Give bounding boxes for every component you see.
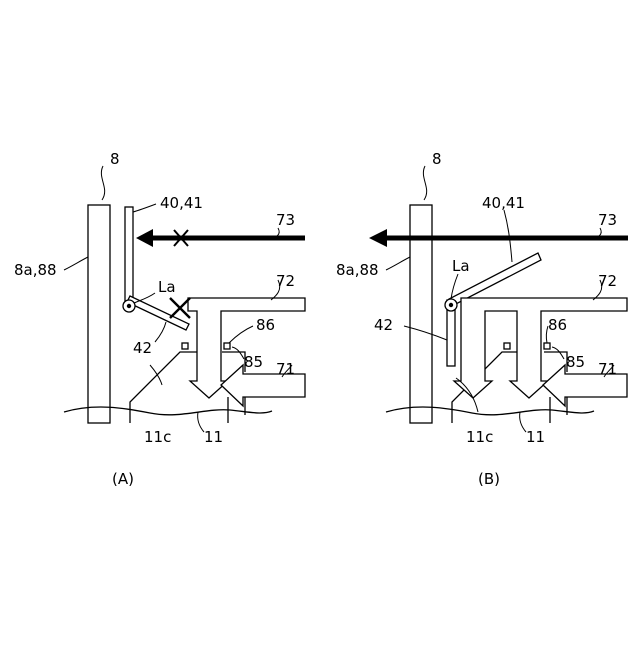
sensor-86 bbox=[544, 343, 550, 349]
blocked-x-icon-mid bbox=[170, 298, 190, 318]
caption-a: (A) bbox=[112, 470, 134, 488]
label-86: 86 bbox=[256, 316, 275, 334]
label-8: 8 bbox=[110, 150, 120, 168]
wall-8 bbox=[88, 205, 110, 423]
label-8a-88: 8a,88 bbox=[336, 261, 379, 279]
sensor-86 bbox=[224, 343, 230, 349]
leader-40-41 bbox=[133, 204, 156, 212]
panel-b: 8 8a,88 40,41 La 42 73 72 86 85 71 11c 1… bbox=[336, 150, 628, 488]
label-73: 73 bbox=[598, 211, 617, 229]
leader-8a bbox=[386, 257, 410, 270]
label-11: 11 bbox=[526, 428, 545, 446]
leader-11c bbox=[150, 365, 162, 385]
leader-la bbox=[134, 293, 155, 303]
label-85: 85 bbox=[244, 353, 263, 371]
label-72: 72 bbox=[276, 272, 295, 290]
pivot-la-dot bbox=[127, 304, 131, 308]
airflow-73-head bbox=[369, 229, 387, 247]
flap-40-41 bbox=[125, 207, 133, 307]
label-40-41: 40,41 bbox=[482, 194, 525, 212]
label-71: 71 bbox=[276, 360, 295, 378]
sensor-left bbox=[182, 343, 188, 349]
leader-8 bbox=[101, 166, 104, 200]
label-8: 8 bbox=[432, 150, 442, 168]
pivot-la-dot bbox=[449, 303, 453, 307]
label-73: 73 bbox=[276, 211, 295, 229]
airflow-73-head bbox=[136, 229, 153, 247]
label-11c: 11c bbox=[466, 428, 493, 446]
label-42: 42 bbox=[133, 339, 152, 357]
label-85: 85 bbox=[566, 353, 585, 371]
label-8a-88: 8a,88 bbox=[14, 261, 57, 279]
leader-85 bbox=[552, 347, 564, 359]
leader-8a bbox=[64, 257, 88, 270]
leader-42 bbox=[155, 322, 166, 342]
leader-86 bbox=[229, 326, 253, 343]
panel-a: 8 8a,88 40,41 La 42 73 72 86 85 71 11c 1… bbox=[14, 150, 305, 488]
label-11c: 11c bbox=[144, 428, 171, 446]
label-11: 11 bbox=[204, 428, 223, 446]
label-la: La bbox=[452, 257, 470, 275]
label-72: 72 bbox=[598, 272, 617, 290]
flap-42 bbox=[127, 296, 189, 330]
label-71: 71 bbox=[598, 360, 617, 378]
label-40-41: 40,41 bbox=[160, 194, 203, 212]
label-la: La bbox=[158, 278, 176, 296]
caption-b: (B) bbox=[478, 470, 500, 488]
label-86: 86 bbox=[548, 316, 567, 334]
leader-85 bbox=[232, 347, 244, 359]
sensor-left bbox=[504, 343, 510, 349]
leader-8 bbox=[423, 166, 426, 200]
label-42: 42 bbox=[374, 316, 393, 334]
